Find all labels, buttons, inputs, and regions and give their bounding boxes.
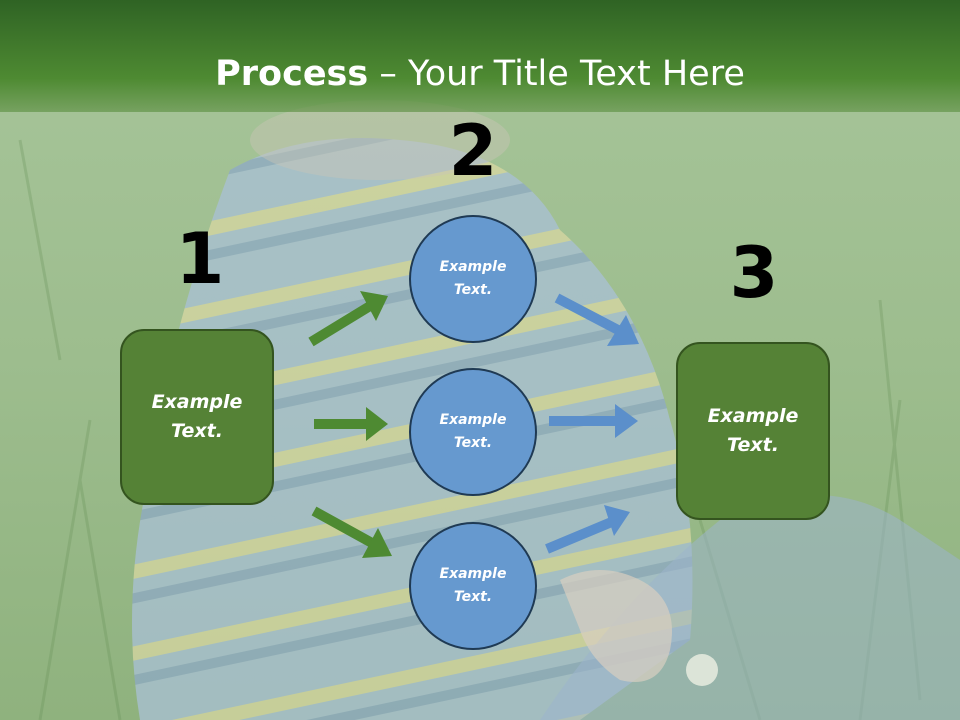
arrow-right-green-icon xyxy=(314,407,388,441)
step-number-3: 3 xyxy=(729,232,779,314)
circle-bottom-line2: Text. xyxy=(453,589,493,605)
circle-middle-line2: Text. xyxy=(453,435,493,451)
step-number-2: 2 xyxy=(448,110,498,192)
arrow-right-blue-icon xyxy=(549,404,638,438)
step3-box-line2: Text. xyxy=(727,434,779,456)
arrow-right-down-blue-icon xyxy=(554,293,639,346)
circle-top-line1: Example xyxy=(439,259,507,275)
arrow-right-down-green-icon xyxy=(311,506,392,558)
title-bold: Process xyxy=(215,54,369,94)
arrow-right-up-green-icon xyxy=(308,291,388,347)
step-number-1: 1 xyxy=(175,218,225,300)
circle-bottom-line1: Example xyxy=(439,566,507,582)
arrow-right-up-blue-icon xyxy=(545,505,630,554)
step1-box-line1: Example xyxy=(151,391,243,413)
circle-top-line2: Text. xyxy=(453,282,493,298)
title-bar xyxy=(0,0,960,112)
step3-box-line1: Example xyxy=(707,405,799,427)
slide-title: Process – Your Title Text Here xyxy=(0,52,960,96)
circle-middle-line1: Example xyxy=(439,412,507,428)
title-rest: – Your Title Text Here xyxy=(368,54,745,94)
step1-box-line2: Text. xyxy=(171,420,223,442)
